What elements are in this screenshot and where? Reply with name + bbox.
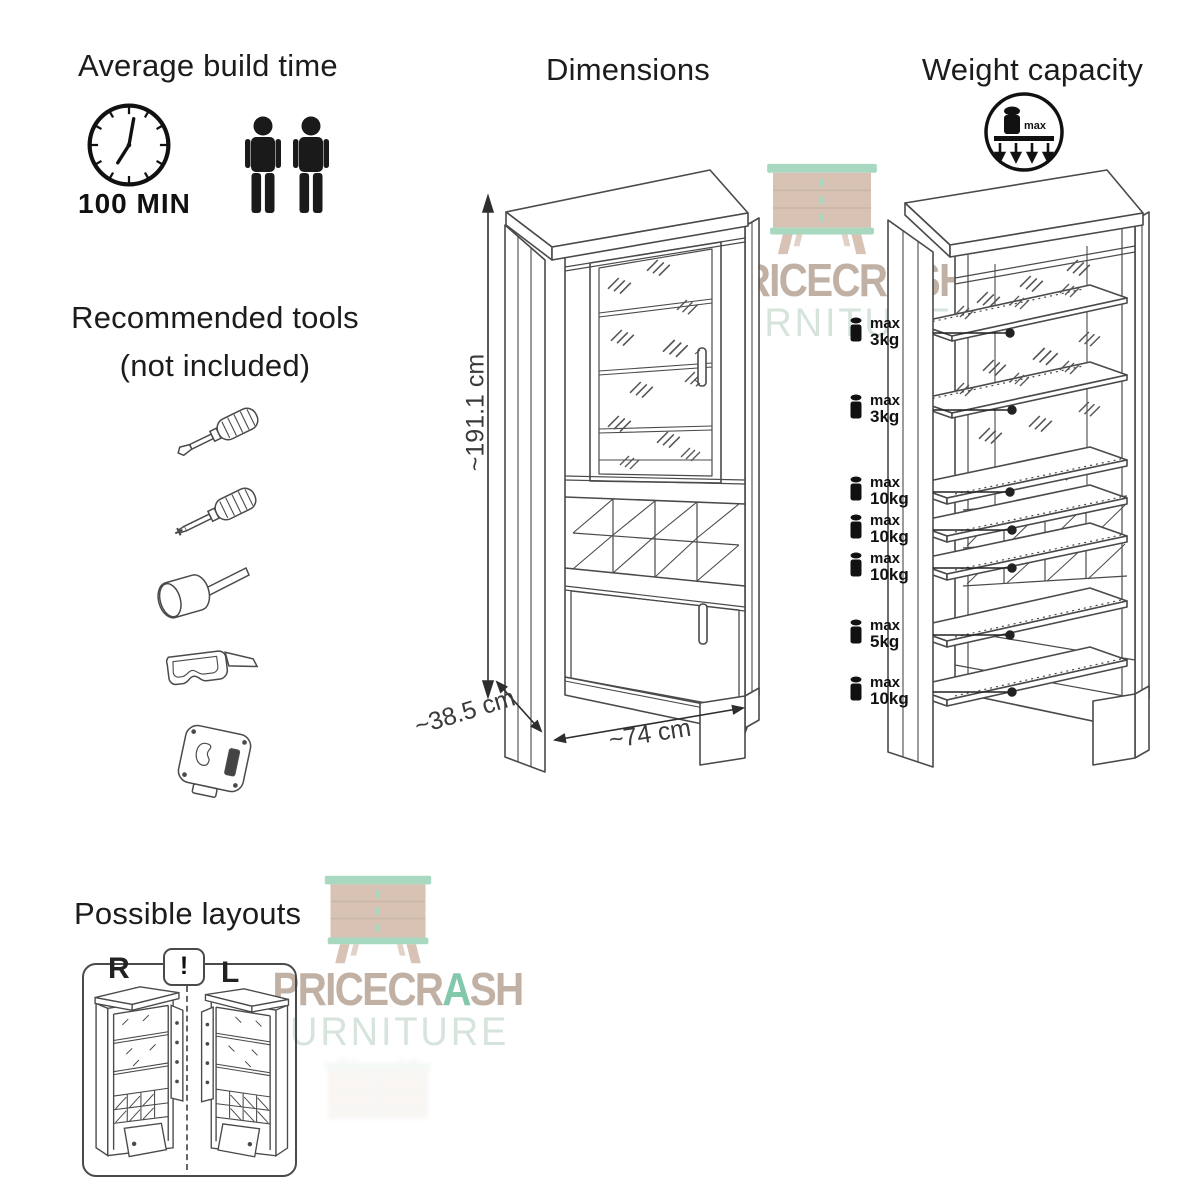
flathead-screwdriver-icon xyxy=(177,407,259,457)
kettlebell-icon xyxy=(850,394,862,419)
tape-measure-icon xyxy=(177,724,252,798)
dimensions-cabinet-drawing xyxy=(481,169,760,773)
kettlebell-icon xyxy=(850,552,862,577)
layout-right-label: R xyxy=(108,952,130,985)
brand-subtitle: FURNITURE xyxy=(264,1010,510,1054)
brand-name: PRICECRASH xyxy=(272,963,524,1015)
safety-glasses-icon xyxy=(166,650,259,686)
layout-left-cabinet xyxy=(200,988,290,1158)
kettlebell-icon xyxy=(850,619,862,644)
rubber-mallet-icon xyxy=(157,566,250,619)
tools-subtitle: (not included) xyxy=(119,348,311,383)
kettlebell-icon xyxy=(850,476,862,501)
max-load-icon: max xyxy=(984,92,1064,172)
warning-icon: ! xyxy=(163,948,205,986)
max-label: max xyxy=(1024,120,1047,132)
tools-title: Recommended tools xyxy=(71,300,359,335)
phillips-screwdriver-icon xyxy=(174,487,257,536)
dresser-reflection xyxy=(321,1059,435,1119)
layout-divider xyxy=(186,986,188,1170)
height-dimension-label: ~191.1 cm xyxy=(461,353,490,472)
weight-capacity-title: Weight capacity xyxy=(921,52,1144,87)
build-time-title: Average build time xyxy=(78,48,338,83)
weight-capacity-cabinet-drawing xyxy=(887,169,1150,768)
dresser-icon xyxy=(324,875,432,964)
layout-left-label: L xyxy=(221,956,240,989)
kettlebell-icon xyxy=(850,514,862,539)
build-duration: 100 MIN xyxy=(78,188,191,219)
dimensions-title: Dimensions xyxy=(546,52,710,87)
kettlebell-icon xyxy=(850,676,862,701)
clock-icon xyxy=(87,103,171,187)
brand-watermark-bottom: PRICECRASH FURNITURE xyxy=(258,872,524,1119)
layouts-title: Possible layouts xyxy=(74,896,302,931)
kettlebell-icon xyxy=(850,317,862,342)
two-people-icon xyxy=(245,116,329,213)
layout-right-cabinet xyxy=(94,986,184,1158)
